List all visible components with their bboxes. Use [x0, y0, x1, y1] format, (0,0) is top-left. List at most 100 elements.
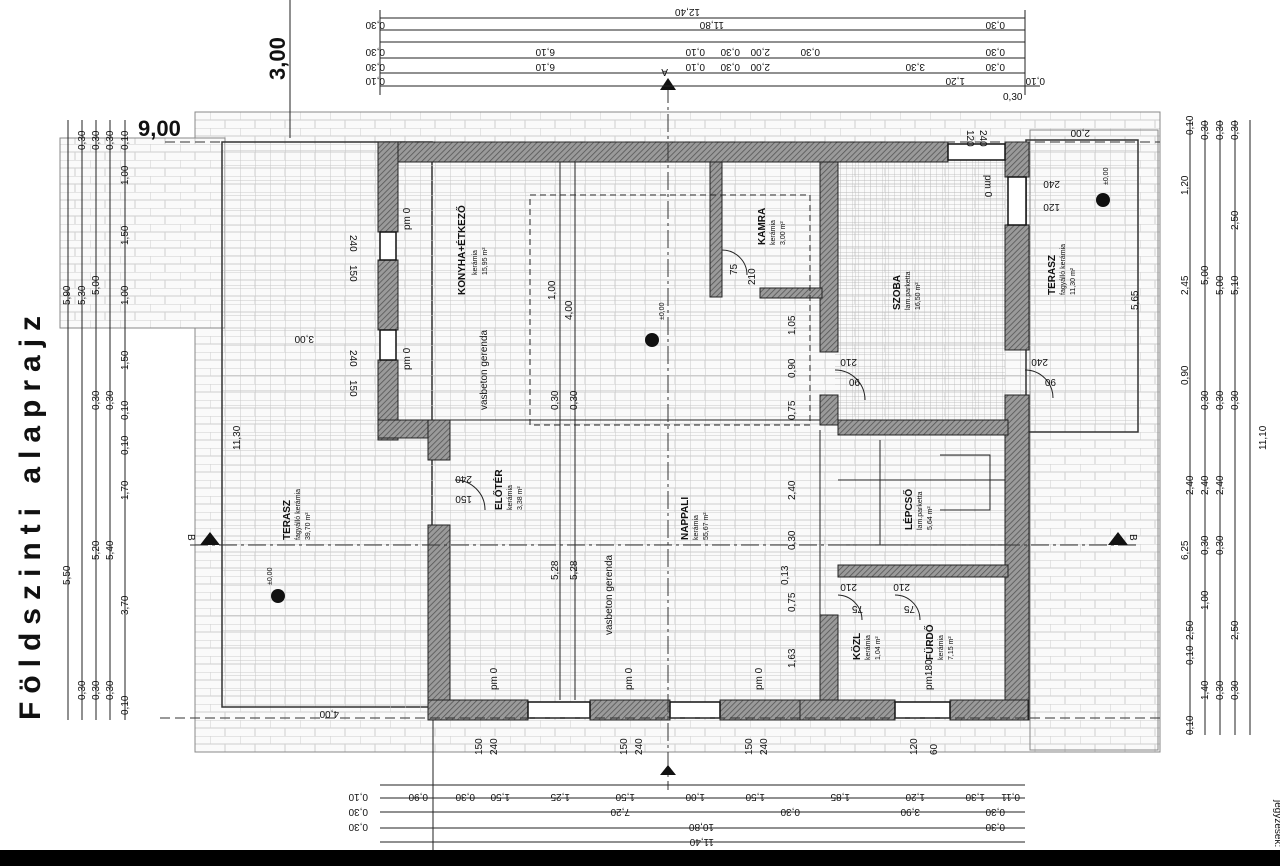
room-area: 39,70 m²: [305, 512, 312, 540]
dim-text: 5,30: [77, 285, 88, 305]
dim-text: 0,30: [985, 806, 1005, 817]
dim-text: 2,40: [787, 480, 798, 500]
dim-text: 0,13: [780, 565, 791, 585]
dim-text: 2,40: [1215, 475, 1226, 495]
opening-text: 75: [729, 263, 740, 275]
room-name: KONYHA+ÉTKEZŐ: [455, 205, 468, 295]
dim-text: 0,30: [77, 130, 88, 150]
dim-text: 7,20: [610, 806, 630, 817]
room-area: 1,04 m²: [875, 636, 882, 660]
dim-text: 0,10: [1185, 115, 1196, 135]
dim-text: 0,10: [120, 400, 131, 420]
room-nappali: NAPPALI kerámia 55,67 m²: [680, 497, 710, 540]
dim-text: 1,30: [965, 791, 985, 802]
room-floor: kerámia: [770, 220, 777, 245]
beam-label-upper: vasbeton gerenda: [479, 329, 490, 410]
bottom-dim-row2: 0,30 7,20 0,30 3,90 0,30: [348, 806, 1005, 817]
room-name: LÉPCSŐ: [902, 489, 915, 530]
opening-text: pm 0: [624, 667, 635, 690]
dim-text: 0,30: [800, 46, 820, 57]
dim-text: 0,10: [120, 130, 131, 150]
dim-text: 1,50: [745, 791, 765, 802]
opening-text: 240: [1031, 356, 1048, 367]
section-arrow-b-left: [200, 532, 220, 545]
dim-text: 1,50: [120, 225, 131, 245]
room-floor: kerámia: [938, 635, 945, 660]
label-300: 3,00: [265, 37, 290, 80]
dim-text: 0,30: [1215, 535, 1226, 555]
opening-text: 240: [455, 473, 472, 484]
dim-text: 2,00: [1070, 127, 1090, 138]
opening-text: pm 0: [754, 667, 765, 690]
opening-text: 150: [347, 380, 358, 397]
opening-text: 240: [1043, 178, 1060, 189]
room-area: 3,00 m²: [780, 221, 787, 245]
dim-text: 1,05: [787, 315, 798, 335]
opening-text: 210: [840, 356, 857, 367]
dim-text: 0,30: [1215, 120, 1226, 140]
dim-text: 0,30: [787, 530, 798, 550]
room-area: 3,38 m²: [517, 486, 524, 510]
dim-text: 0,30: [1215, 680, 1226, 700]
room-floor: kerámia: [507, 485, 514, 510]
dim-text: 0,30: [105, 130, 116, 150]
dim-text: 3,00: [294, 333, 314, 344]
dim-text: 0,90: [787, 358, 798, 378]
room-kozl: KÖZL kerámia 1,04 m²: [850, 633, 882, 660]
room-terasz-right: TERASZ fagyálló kerámia 11,30 m²: [1047, 244, 1077, 295]
level-markers: [271, 193, 1110, 603]
dim-text: 1,70: [120, 480, 131, 500]
dim-text: 0,30: [1200, 120, 1211, 140]
dim-text: 0,30: [569, 390, 580, 410]
dim-text: 2,50: [1230, 620, 1241, 640]
room-kamra: KAMRA kerámia 3,00 m²: [757, 208, 787, 245]
dim-text: 0,30: [455, 791, 475, 802]
opening-text: 240: [489, 738, 500, 755]
dim-text: 6,25: [1180, 540, 1191, 560]
opening-text: 150: [455, 493, 472, 504]
opening-text: 240: [759, 738, 770, 755]
room-name: NAPPALI: [680, 497, 691, 540]
dim-text: 0,10: [1185, 715, 1196, 735]
opening-text: 240: [977, 130, 988, 147]
opening-labels: 240 150 pm 0 240 150 pm 0 pm 0 pm 0 pm 0…: [347, 130, 1060, 755]
room-area: 55,67 m²: [703, 512, 710, 540]
top-dim-row4: 0,30 6,10 0,10 0,30 2,00 3,30 0,30: [365, 61, 1005, 72]
dim-text: 0,30: [550, 390, 561, 410]
dim-text: 6,10: [535, 46, 555, 57]
top-dim-row3: 0,30 6,10 0,10 0,30 2,00 0,30 0,30: [365, 46, 1005, 57]
dim-text: 11,30: [232, 425, 243, 450]
room-szoba: SZOBA lam.parketta 16,50 m²: [892, 271, 922, 310]
dim-text: 5,00: [91, 275, 102, 295]
bottom-dim-row3: 0,30 10,80 0,30: [348, 821, 1005, 832]
dim-text: 11,10: [1258, 425, 1269, 450]
section-mark-b-right: B: [1127, 534, 1138, 541]
dim-text: 3,70: [120, 595, 131, 615]
dim-text: 0,30: [77, 680, 88, 700]
section-arrow-a-top: [660, 78, 676, 90]
dim-text: 1,50: [120, 350, 131, 370]
level-mark-right-terrace: ±0,00: [1103, 167, 1110, 185]
dim-text: 5,50: [62, 565, 73, 585]
dim-text: 1,00: [685, 791, 705, 802]
dim-text: 1,00: [547, 280, 558, 300]
top-dim-row2: 0,30 11,80 0,30: [365, 19, 1005, 30]
opening-text: 75: [851, 603, 863, 614]
dim-text: 0,10: [348, 791, 368, 802]
dim-text: 11,80: [699, 19, 724, 30]
dim-text: 5,90: [62, 285, 73, 305]
room-floor: lam.parketta: [917, 491, 924, 530]
dim-text: 1,40: [1200, 680, 1211, 700]
room-eloter: ELŐTÉR kerámia 3,38 m²: [492, 469, 524, 510]
dim-text: 0,10: [1025, 75, 1045, 86]
dim-text: 0,90: [408, 791, 428, 802]
dim-text: 5,00: [1200, 265, 1211, 285]
dim-text: 0,10: [365, 75, 385, 86]
opening-text: 210: [840, 581, 857, 592]
room-floor: kerámia: [693, 515, 700, 540]
opening-text: 60: [929, 743, 940, 755]
dim-text: 0,30: [348, 806, 368, 817]
room-area: 15,95 m²: [482, 247, 489, 275]
